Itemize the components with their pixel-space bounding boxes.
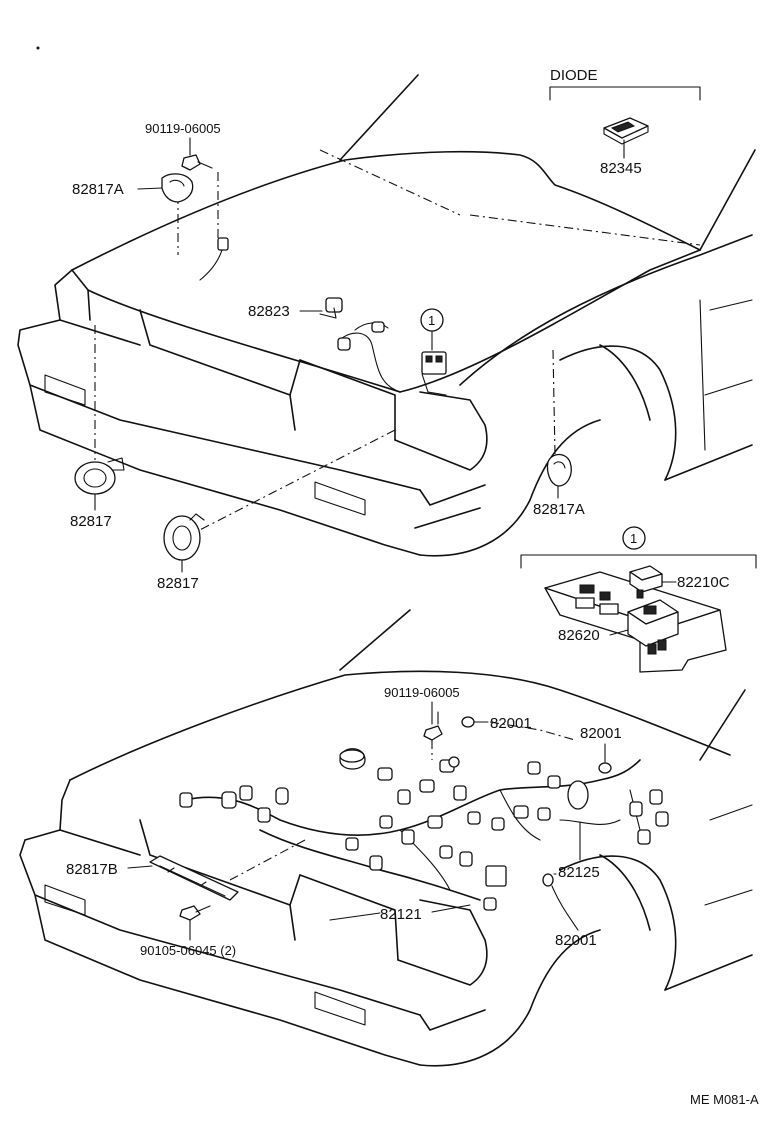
diode-header: DIODE — [550, 67, 598, 84]
clamp-icon — [546, 453, 572, 487]
label-82210C: 82210C — [677, 574, 730, 591]
bolt-icon — [423, 711, 443, 741]
relay-block-inset: 1 82210C 82620 — [520, 526, 757, 673]
label-90119-06005-bottom: 90119-06005 — [384, 685, 460, 700]
relay-connector-icon — [421, 351, 447, 396]
label-82620: 82620 — [558, 627, 600, 644]
figure-code: ME M081-A — [690, 1092, 759, 1107]
label-82125: 82125 — [558, 864, 600, 881]
circle-marker-top-label: 1 — [428, 313, 435, 328]
label-82001-b: 82001 — [580, 725, 622, 742]
relay-icon — [627, 599, 679, 655]
bottom-leader-lines — [229, 721, 576, 881]
label-82121: 82121 — [380, 906, 422, 923]
grommet-icon — [542, 873, 554, 887]
label-82001-a: 82001 — [490, 715, 532, 732]
diode-icon — [603, 117, 649, 145]
label-82001-c: 82001 — [555, 932, 597, 949]
grommet-icon — [448, 756, 460, 768]
circle-marker-inset-label: 1 — [630, 531, 637, 546]
label-82817-center: 82817 — [157, 575, 199, 592]
top-car-body — [17, 74, 756, 557]
label-90105-06045: 90105-06045 (2) — [140, 943, 236, 958]
circle-marker-inset — [622, 526, 646, 550]
horn-icon — [74, 457, 125, 495]
clamp-icon — [161, 173, 194, 203]
label-82823: 82823 — [248, 303, 290, 320]
bolt-icon — [179, 905, 211, 921]
bracket-icon — [149, 855, 239, 901]
speck-mark — [36, 46, 40, 50]
grommet-icon — [461, 716, 475, 728]
connector-icon — [319, 297, 343, 319]
label-82345: 82345 — [600, 160, 642, 177]
label-82817A-right: 82817A — [533, 501, 585, 518]
top-leader-lines — [94, 149, 701, 536]
label-82817A-left: 82817A — [72, 181, 124, 198]
engine-harness-icon — [179, 748, 669, 911]
relay-icon — [629, 565, 663, 599]
horn-icon — [163, 513, 205, 561]
grommet-icon — [598, 762, 612, 774]
label-82817-left: 82817 — [70, 513, 112, 530]
wire-harness-icon — [199, 237, 401, 393]
label-82817B: 82817B — [66, 861, 118, 878]
bolt-icon — [181, 154, 213, 171]
bottom-car-body — [19, 609, 753, 1067]
label-90119-06005-top: 90119-06005 — [145, 121, 221, 136]
